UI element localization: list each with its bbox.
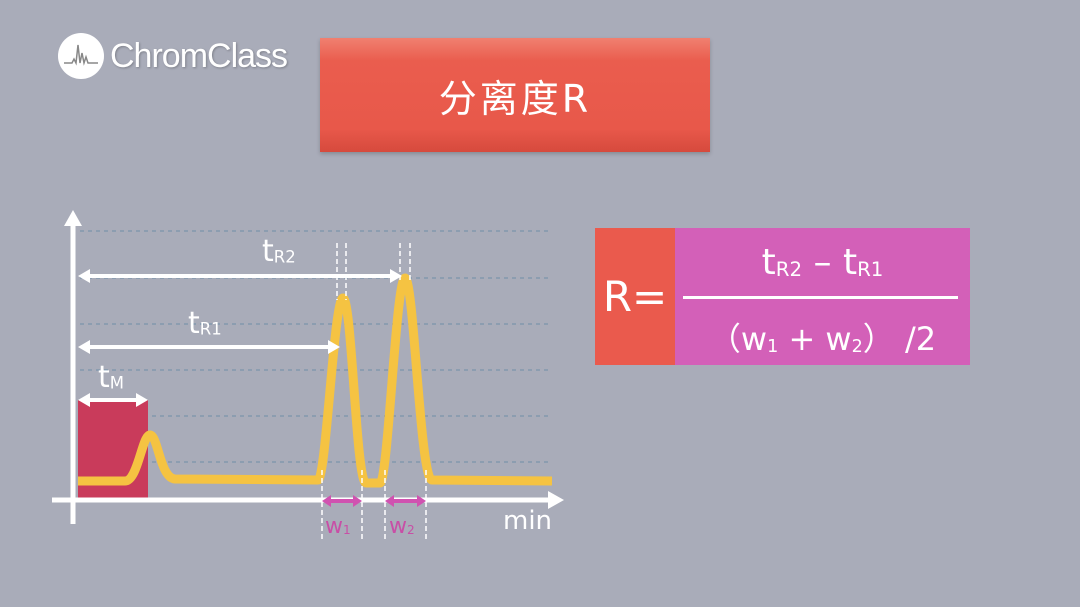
logo: ChromClass	[58, 33, 288, 79]
formula-lhs: R=	[595, 228, 675, 365]
fraction-bar	[683, 296, 958, 299]
x-axis-arrow-icon	[548, 491, 564, 509]
formula-numerator: tR2 – tR1	[761, 242, 884, 283]
slide-title: 分离度R	[320, 38, 710, 152]
x-axis-label: min	[503, 506, 553, 536]
chromatogram-logo-icon	[58, 33, 104, 79]
tR2-label: tR2	[262, 234, 296, 269]
w2-label: w2	[389, 514, 415, 539]
tM-label: tM	[98, 360, 125, 395]
resolution-formula: R= tR2 – tR1 （w1 + w2） /2	[595, 228, 970, 365]
chromatogram-trace	[78, 273, 553, 488]
formula-denominator: （w1 + w2） /2	[708, 320, 937, 358]
logo-text: ChromClass	[110, 36, 288, 75]
y-axis-arrow-icon	[64, 210, 82, 226]
tR1-label: tR1	[188, 306, 222, 341]
w1-label: w1	[325, 514, 351, 539]
